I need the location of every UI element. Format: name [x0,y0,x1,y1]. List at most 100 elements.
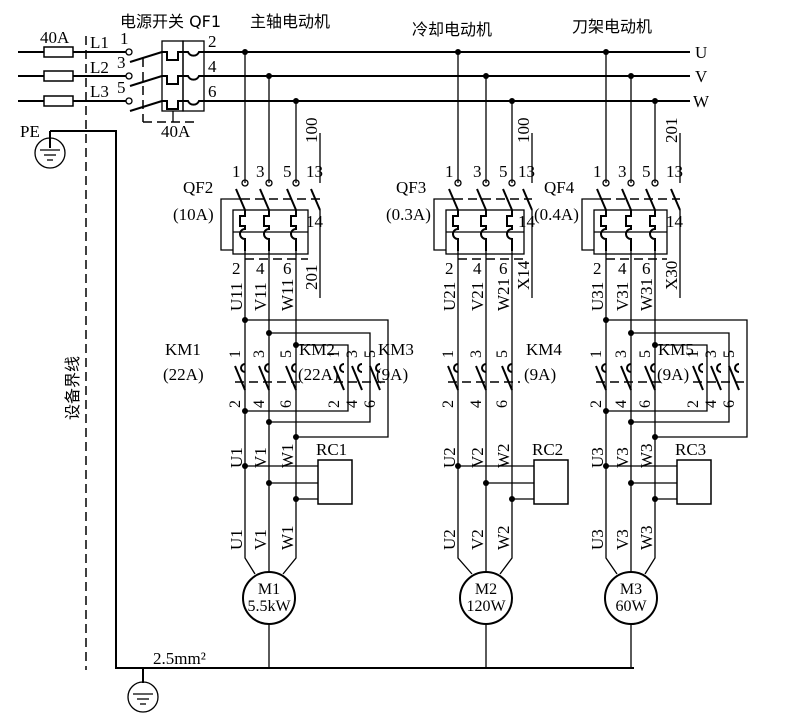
power-switch-title: 电源开关 QF1 [120,12,221,31]
qf-out-terminal: 4 [473,259,482,278]
contactor-rating: (22A) [163,365,204,384]
km-in-terminal: 5 [278,350,295,358]
motor-wire-label: W2 [494,525,513,550]
km-rev-in-terminal: 3 [344,350,361,358]
qf-aux-bottom-label: X30 [662,261,681,290]
wire-label: V31 [613,282,632,311]
motor-branch-3: 12U3134V3156W311314201X30QF4(0.4A)123456… [524,49,748,668]
qf-out-terminal: 6 [499,259,508,278]
km-in-terminal: 5 [637,350,654,358]
motor-wire-label: W1 [278,443,297,468]
qf-in-terminal: 1 [445,162,454,181]
qf-in-terminal: 5 [642,162,651,181]
pe-ground: PE 2.5mm² [20,122,634,713]
motor-wire-label: U3 [588,447,607,468]
rc-label: RC2 [532,440,563,459]
qf1-in-3: 3 [117,53,126,72]
qf-in-terminal: 3 [618,162,627,181]
motor-wire-label: V3 [613,447,632,468]
qf-aux-top-label: 201 [662,118,681,144]
fuse-rating: 40A [40,28,70,47]
qf-aux-top-label: 100 [302,118,321,144]
contactor-name: KM4 [526,340,562,359]
boundary-label: 设备界线 [63,356,82,420]
spindle-motor-title: 主轴电动机 [250,12,330,31]
km-out-terminal: 6 [637,400,654,408]
motor-wire-label: V1 [251,529,270,550]
rc-snubber [676,459,712,505]
rc-label: RC1 [316,440,347,459]
contactor-name: KM3 [378,340,414,359]
qf-out-terminal: 6 [642,259,651,278]
contactor-rev-rating: (22A) [298,365,339,384]
km-out-terminal: 6 [494,400,511,408]
ground-icon-bottom [127,681,159,713]
qf-aux-out: 14 [518,212,536,231]
breaker-rating: (0.3A) [386,205,431,224]
turret-motor-title: 刀架电动机 [572,17,652,36]
qf-in-terminal: 1 [232,162,241,181]
qf1-out-6: 6 [208,82,217,101]
pe-label: PE [20,122,40,141]
motor-wire-label: W1 [278,525,297,550]
wire-label: W11 [278,279,297,311]
motor-name: M3 [620,581,642,598]
qf-aux-top-label: 100 [514,118,533,144]
motor-wire-label: V3 [613,529,632,550]
wire-label: V11 [251,282,270,311]
km-out-terminal: 2 [440,400,457,408]
qf-out-terminal: 2 [445,259,454,278]
contactor-rating: (9A) [524,365,556,384]
qf-aux-out: 14 [306,212,324,231]
bus-v: V [695,67,708,86]
ground-wire-size: 2.5mm² [153,649,206,668]
qf1-rating: 40A [161,122,191,141]
qf1-in-1: 1 [120,29,129,48]
bus-w: W [693,92,710,111]
km-out-terminal: 2 [227,400,244,408]
motor-power: 5.5kW [247,598,291,615]
km-rev-out-terminal: 2 [326,400,343,408]
motor-wire-label: V2 [468,447,487,468]
phase-l3: L3 [90,82,109,101]
fuse-l3 [43,95,74,107]
bus-u: U [695,43,707,62]
motor-wire-label: U1 [227,529,246,550]
fuse-l2 [43,70,74,82]
km-in-terminal: 3 [613,350,630,358]
qf-aux-out: 14 [666,212,684,231]
motor-wire-label: W2 [494,443,513,468]
km-rev-in-terminal: 1 [685,350,702,358]
contactor-name: KM1 [165,340,201,359]
motor-wire-label: U2 [440,529,459,550]
wire-label: U11 [227,282,246,311]
qf-in-terminal: 1 [593,162,602,181]
km-rev-out-terminal: 4 [703,400,720,408]
qf-out-terminal: 2 [593,259,602,278]
motor-power: 60W [615,598,647,615]
qf-out-terminal: 2 [232,259,241,278]
motor-branch-1: 12U1134V1156W111314100201QF2(10A)123456K… [163,49,389,668]
qf-out-terminal: 4 [618,259,627,278]
km-out-terminal: 6 [278,400,295,408]
breaker-name: QF2 [183,178,213,197]
km-out-terminal: 4 [468,400,485,408]
motor-branch-2: 12U2134V2156W211314100X14QF3(0.3A)123456… [376,49,569,668]
breaker-rating: (10A) [173,205,214,224]
km-in-terminal: 1 [440,350,457,358]
km-rev-in-terminal: 1 [326,350,343,358]
km-out-terminal: 4 [251,400,268,408]
contactor-rev-rating: (9A) [657,365,689,384]
qf-in-terminal: 3 [473,162,482,181]
km-in-terminal: 5 [494,350,511,358]
qf-in-terminal: 5 [499,162,508,181]
wire-label: U31 [588,282,607,311]
qf1-out-2: 2 [208,32,217,51]
motor-wire-label: U2 [440,447,459,468]
km-rev-out-terminal: 2 [685,400,702,408]
km-rev-out-terminal: 4 [344,400,361,408]
qf-aux-bottom-label: X14 [514,260,533,290]
km-in-terminal: 1 [227,350,244,358]
motor-wire-label: V1 [251,447,270,468]
